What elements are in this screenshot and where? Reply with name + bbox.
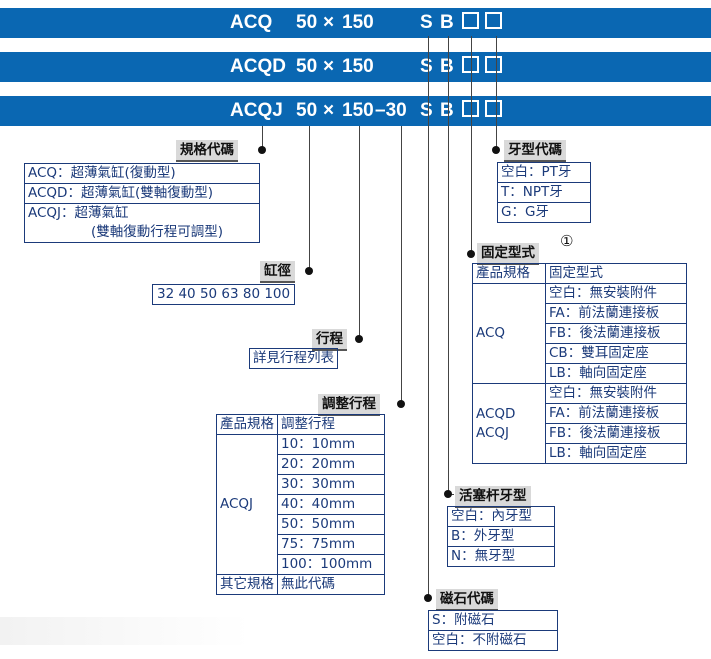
stroke-header: 行程 <box>312 329 347 351</box>
mount-note: ① <box>560 232 574 250</box>
rod-header: 活塞杆牙型 <box>455 486 531 508</box>
magnet-option: 空白：不附磁石 <box>428 630 558 651</box>
leader-adjust <box>401 126 402 404</box>
code-boxes <box>456 52 502 82</box>
leader-stroke <box>359 126 360 340</box>
marker-dot <box>424 594 432 602</box>
marker-dot <box>467 250 475 258</box>
adjust-table: 產品規格 調整行程 ACQJ 10：10mm 20：20mm 30：30mm 4… <box>216 414 385 595</box>
code-boxes <box>456 96 502 126</box>
bore-values: 32 40 50 63 80 100 <box>151 284 296 305</box>
code-magnet: S <box>420 56 433 77</box>
spec-row: ACQJ：超薄氣缸 <box>24 203 260 223</box>
code-rod: B <box>440 100 454 121</box>
thread-option: T：NPT牙 <box>497 182 591 203</box>
stroke-value: 詳見行程列表 <box>249 348 338 369</box>
code-magnet: S <box>420 12 433 33</box>
faded-area <box>0 617 250 645</box>
mount-option: 空白：無安裝附件 <box>545 283 687 304</box>
marker-dot <box>305 267 313 275</box>
adjust-option: 100：100mm <box>277 554 385 575</box>
code-x: × <box>323 12 335 33</box>
mount-option: FB：後法蘭連接板 <box>545 423 687 444</box>
bore-table: 32 40 50 63 80 100 <box>151 284 296 305</box>
code-size: 50 <box>296 100 318 121</box>
code-boxes <box>456 8 502 38</box>
mount-option: FB：後法蘭連接板 <box>545 323 687 344</box>
code-magnet: S <box>420 100 433 121</box>
code-model: ACQD <box>230 56 286 77</box>
magnet-header: 磁石代碼 <box>436 589 498 611</box>
rod-option: 空白：內牙型 <box>447 506 555 527</box>
magnet-table: S：附磁石 空白：不附磁石 <box>428 610 558 651</box>
adjust-option: 50：50mm <box>277 514 385 535</box>
code-bar-acq: ACQ 50 × 150 S B <box>0 8 711 38</box>
code-stroke: 150 <box>342 100 374 121</box>
mount-option: LB：軸向固定座 <box>545 443 687 464</box>
leader-magnet-b <box>428 80 429 96</box>
mount-col2: 固定型式 <box>545 263 687 284</box>
adjust-option: 10：10mm <box>277 434 385 455</box>
code-bar-acqj: ACQJ 50 × 150 –30 S B <box>0 96 711 126</box>
mount-model-acq: ACQ <box>472 283 546 384</box>
adjust-col1: 產品規格 <box>216 414 278 435</box>
adjust-other-model: 其它規格 <box>216 574 278 595</box>
adjust-option: 75：75mm <box>277 534 385 555</box>
code-rod: B <box>440 56 454 77</box>
code-bar-acqd: ACQD 50 × 150 S B <box>0 52 711 82</box>
leader-bore <box>309 126 310 271</box>
adjust-other-value: 無此代碼 <box>277 574 385 595</box>
code-size: 50 <box>296 56 318 77</box>
marker-dot <box>444 490 452 498</box>
bore-header: 缸徑 <box>260 261 295 283</box>
leader-magnet <box>428 36 429 598</box>
thread-header: 牙型代碼 <box>504 140 566 162</box>
spec-row: ACQD：超薄氣缸(雙軸復動型) <box>24 183 260 204</box>
leader-rod <box>448 36 449 494</box>
leader-thread <box>496 36 497 150</box>
mount-option: 空白：無安裝附件 <box>545 383 687 404</box>
code-model: ACQJ <box>230 100 283 121</box>
stroke-table: 詳見行程列表 <box>249 348 338 369</box>
spec-row: ACQ：超薄氣缸(復動型) <box>24 163 260 184</box>
code-x: × <box>323 56 335 77</box>
mount-option: CB：雙耳固定座 <box>545 343 687 364</box>
mount-table: 產品規格 固定型式 ACQ 空白：無安裝附件 FA：前法蘭連接板 FB：後法蘭連… <box>472 263 687 464</box>
code-model: ACQ <box>230 12 273 33</box>
rod-option: B：外牙型 <box>447 526 555 547</box>
code-size: 50 <box>296 12 318 33</box>
code-rod: B <box>440 12 454 33</box>
adjust-model: ACQJ <box>216 434 278 575</box>
adjust-option: 20：20mm <box>277 454 385 475</box>
spec-header: 規格代碼 <box>176 140 238 162</box>
code-adjust: –30 <box>375 100 407 121</box>
adjust-header: 調整行程 <box>318 394 380 416</box>
mount-model-acqd-acqj: ACQD ACQJ <box>472 383 546 464</box>
code-x: × <box>323 100 335 121</box>
spec-row: (雙軸復動行程可調型) <box>24 223 260 243</box>
rod-option: N：無牙型 <box>447 546 555 567</box>
spec-table: ACQ：超薄氣缸(復動型) ACQD：超薄氣缸(雙軸復動型) ACQJ：超薄氣缸… <box>24 163 260 243</box>
mount-option: LB：軸向固定座 <box>545 363 687 384</box>
code-stroke: 150 <box>342 56 374 77</box>
marker-dot <box>397 400 405 408</box>
code-stroke: 150 <box>342 12 374 33</box>
mount-col1: 產品規格 <box>472 263 546 284</box>
leader-spec <box>262 126 263 152</box>
leader-mount <box>471 36 472 254</box>
thread-table: 空白：PT牙 T：NPT牙 G：G牙 <box>497 162 591 223</box>
mount-option: FA：前法蘭連接板 <box>545 403 687 424</box>
rod-table: 空白：內牙型 B：外牙型 N：無牙型 <box>447 506 555 567</box>
thread-option: G：G牙 <box>497 202 591 223</box>
magnet-option: S：附磁石 <box>428 610 558 631</box>
marker-dot <box>258 146 266 154</box>
mount-option: FA：前法蘭連接板 <box>545 303 687 324</box>
adjust-option: 40：40mm <box>277 494 385 515</box>
thread-option: 空白：PT牙 <box>497 162 591 183</box>
adjust-option: 30：30mm <box>277 474 385 495</box>
mount-header: 固定型式 <box>477 243 539 265</box>
adjust-col2: 調整行程 <box>277 414 385 435</box>
marker-dot <box>355 335 363 343</box>
marker-dot <box>492 146 500 154</box>
